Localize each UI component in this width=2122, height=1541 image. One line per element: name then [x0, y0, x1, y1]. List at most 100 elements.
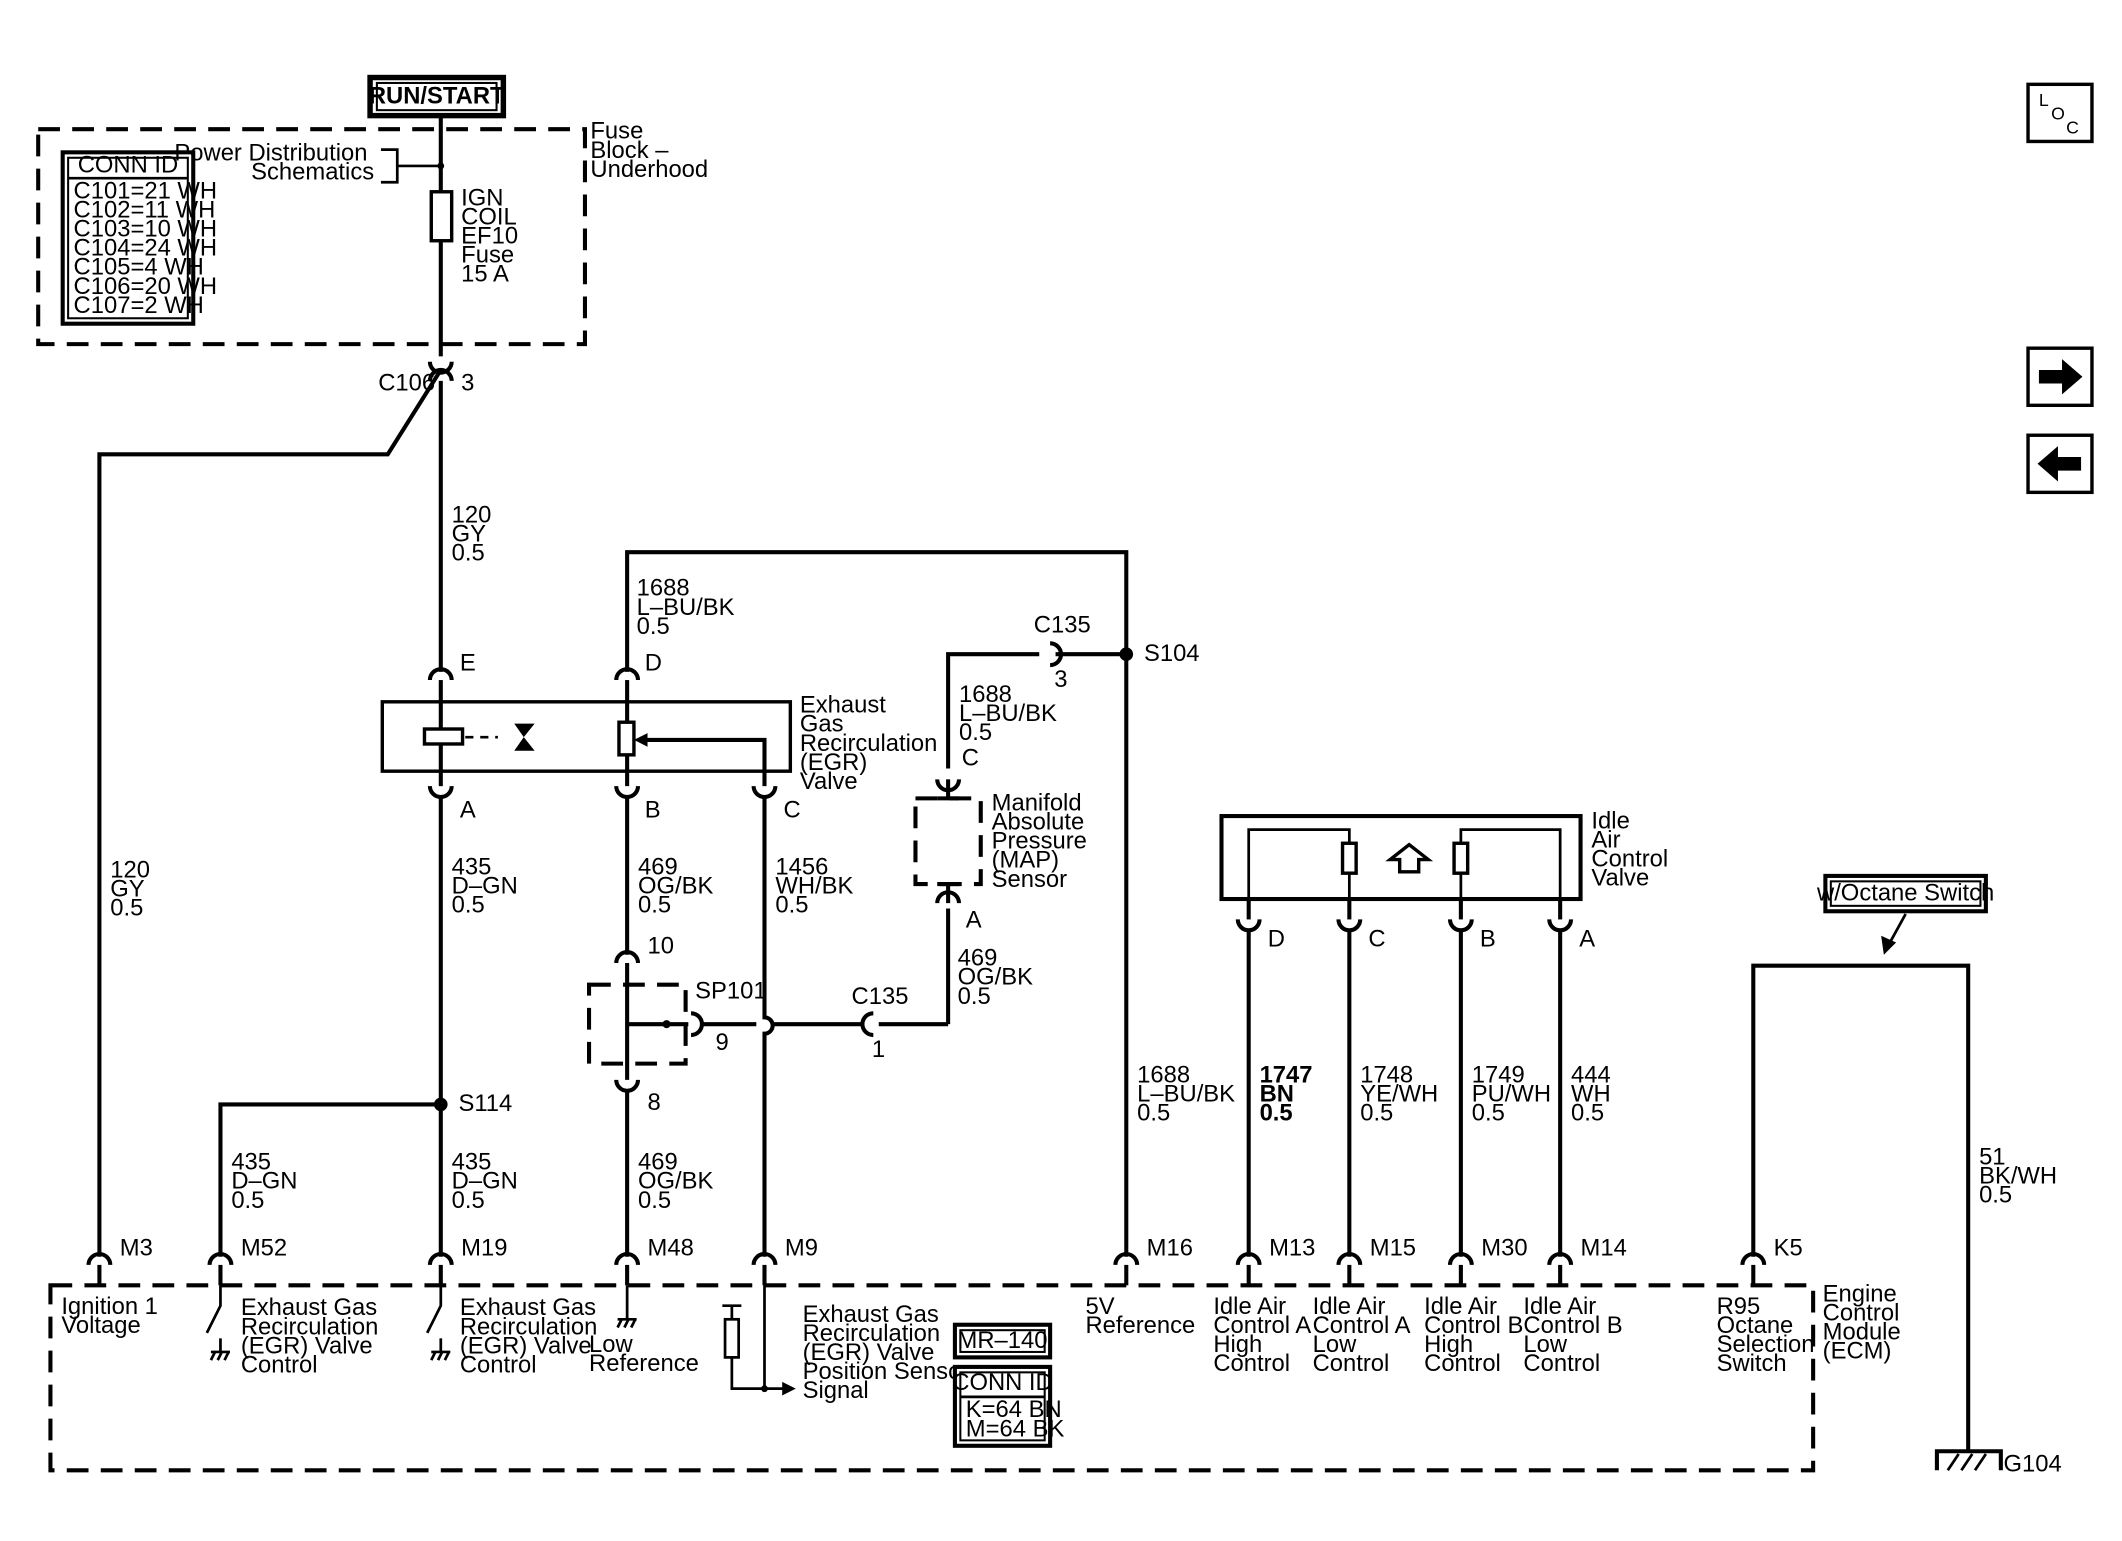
- ecm-pin-m14: M14: [1547, 1234, 1627, 1286]
- svg-text:M48: M48: [648, 1234, 694, 1261]
- loc-button[interactable]: L O C: [2026, 82, 2094, 144]
- ecm-label: Engine Control Module (ECM): [1823, 1281, 1908, 1365]
- egr-solenoid-icon: [422, 727, 465, 746]
- ground-g104-label: G104: [2004, 1451, 2062, 1478]
- egr-driver-m19-icon: [425, 1285, 451, 1361]
- wire-435-a: 435 D–GN 0.5: [452, 854, 525, 919]
- map-sensor-label: Manifold Absolute Pressure (MAP) Sensor: [992, 790, 1094, 893]
- egr-valve-label: Exhaust Gas Recirculation (EGR) Valve: [800, 692, 944, 795]
- octane-arrow-icon: [1881, 935, 1897, 955]
- ecm-pin-m48: M48: [614, 1234, 694, 1286]
- svg-text:M52: M52: [241, 1234, 287, 1261]
- ecm-desc-m52: Exhaust Gas Recirculation (EGR) Valve Co…: [241, 1294, 385, 1378]
- ecm-pin-m15: M15: [1336, 1234, 1416, 1286]
- iac-coil-b-icon: [1452, 841, 1470, 875]
- right-arrow-icon: [2038, 359, 2083, 395]
- ecm-desc-m3: Ignition 1 Voltage: [61, 1293, 164, 1339]
- wire-120-top: 120 GY 0.5: [452, 501, 498, 566]
- wire-469-low: 469 OG/BK 0.5: [638, 1149, 720, 1214]
- map-pin-c: C: [962, 745, 979, 772]
- ecm-desc-m30: Idle Air Control B High Control: [1424, 1293, 1530, 1377]
- ecm-pin-m30: M30: [1447, 1234, 1528, 1286]
- ecm-desc-m19: Exhaust Gas Recirculation (EGR) Valve Co…: [460, 1294, 604, 1378]
- svg-text:L: L: [2039, 90, 2049, 110]
- left-arrow-icon: [2037, 446, 2082, 482]
- ecm-desc-m13: Idle Air Control A High Control: [1213, 1293, 1318, 1377]
- svg-text:w/Octane Switch: w/Octane Switch: [1816, 879, 1994, 906]
- ecm-pin-m19: M19: [427, 1234, 507, 1286]
- egr-pin-d: D: [645, 650, 662, 677]
- wire-469-b: 469 OG/BK 0.5: [638, 854, 720, 919]
- map-pin-a: A: [966, 907, 982, 934]
- egr-position-signal-input-icon: [722, 1285, 796, 1396]
- svg-text:CONN ID: CONN ID: [952, 1369, 1052, 1396]
- ground-g104-icon: [1934, 1449, 2003, 1472]
- c106-pin: 3: [461, 369, 474, 396]
- low-reference-ground-icon: [616, 1285, 637, 1329]
- iac-coil-a-icon: [1340, 841, 1358, 875]
- fuse-block-outline: [36, 127, 588, 347]
- svg-text:M30: M30: [1481, 1234, 1527, 1261]
- wire-1688-right: 1688 L–BU/BK 0.5: [1137, 1062, 1242, 1127]
- wire-435-m52: 435 D–GN 0.5: [231, 1149, 304, 1214]
- iac-pin-c: C: [1368, 926, 1385, 953]
- wire-469-map: 469 OG/BK 0.5: [958, 945, 1040, 1010]
- c135-top-label: C135: [1034, 611, 1091, 638]
- ecm-pin-m52: M52: [207, 1234, 287, 1286]
- fuse-block-label: Fuse Block – Underhood: [590, 118, 708, 183]
- map-sensor-outline: [913, 796, 983, 887]
- ecm-pin-m16: M16: [1113, 1234, 1193, 1286]
- iac-pin-d: D: [1268, 926, 1285, 953]
- c135-bottom-label: C135: [852, 983, 909, 1010]
- svg-text:M19: M19: [461, 1234, 507, 1261]
- s114-label: S114: [458, 1090, 512, 1117]
- ecm-desc-m16: 5V Reference: [1085, 1293, 1195, 1339]
- egr-valve-icon: [514, 723, 535, 751]
- sp101-pin-top: 10: [648, 932, 674, 959]
- ecm-desc-m14: Idle Air Control B Low Control: [1523, 1293, 1629, 1377]
- octane-switch-option-box: w/Octane Switch: [1816, 873, 1994, 914]
- wire-1456: 1456 WH/BK 0.5: [775, 854, 860, 919]
- iac-valve-label: Idle Air Control Valve: [1591, 807, 1674, 891]
- sp101-pin-bottom: 8: [648, 1089, 661, 1116]
- power-distribution-ref[interactable]: Power Distribution Schematics: [174, 139, 374, 185]
- egr-pin-b: B: [645, 796, 661, 823]
- egr-driver-m52-icon: [205, 1285, 230, 1361]
- ecm-desc-k5: R95 Octane Selection Switch: [1717, 1293, 1822, 1377]
- iac-pin-b: B: [1480, 926, 1496, 953]
- svg-text:M9: M9: [785, 1234, 818, 1261]
- svg-text:M16: M16: [1147, 1234, 1193, 1261]
- sp101-pin-right: 9: [716, 1029, 729, 1056]
- wire-120-left: 120 GY 0.5: [110, 856, 156, 921]
- ecm-desc-m48: Low Reference: [589, 1331, 699, 1377]
- prev-page-button[interactable]: [2026, 433, 2094, 495]
- fuse-ef10-symbol: [429, 190, 454, 243]
- iac-pin-a: A: [1579, 926, 1595, 953]
- ecm-pin-m13: M13: [1235, 1234, 1315, 1286]
- wire-444: 444 WH 0.5: [1571, 1062, 1617, 1127]
- ecm-outline: [48, 1283, 1816, 1473]
- c135-top-pin: 3: [1054, 666, 1067, 693]
- wire-1747: 1747 BN 0.5: [1260, 1062, 1320, 1127]
- wire-51: 51 BK/WH 0.5: [1979, 1143, 2064, 1208]
- mr-140-label-box: MR–140: [952, 1322, 1053, 1360]
- ecm-desc-m9: Exhaust Gas Recirculation (EGR) Valve Po…: [803, 1301, 976, 1404]
- wire-435-m19: 435 D–GN 0.5: [452, 1149, 525, 1214]
- next-page-button[interactable]: [2026, 346, 2094, 408]
- svg-text:M13: M13: [1269, 1234, 1315, 1261]
- c135-bottom-connector: [860, 1011, 874, 1038]
- svg-text:C: C: [2066, 117, 2079, 137]
- wire-1688-top: 1688 L–BU/BK 0.5: [637, 575, 742, 640]
- svg-text:CONN ID: CONN ID: [78, 152, 178, 179]
- svg-text:C101=21 WH C102=11 WH: C101=21 WH C102=11 WH C103=10 WH C104=24…: [74, 178, 224, 319]
- sp101-splice-dot: [662, 1020, 671, 1029]
- svg-text:MR–140: MR–140: [958, 1327, 1048, 1354]
- sp101-label: SP101: [695, 977, 766, 1004]
- s104-splice-dot: [1119, 647, 1134, 662]
- svg-text:M15: M15: [1370, 1234, 1416, 1261]
- svg-text:M14: M14: [1581, 1234, 1627, 1261]
- c135-bottom-pin: 1: [872, 1036, 885, 1063]
- s104-label: S104: [1144, 640, 1200, 667]
- ecm-pin-k5: K5: [1740, 1234, 1803, 1286]
- run-start-label: RUN/START: [369, 82, 505, 109]
